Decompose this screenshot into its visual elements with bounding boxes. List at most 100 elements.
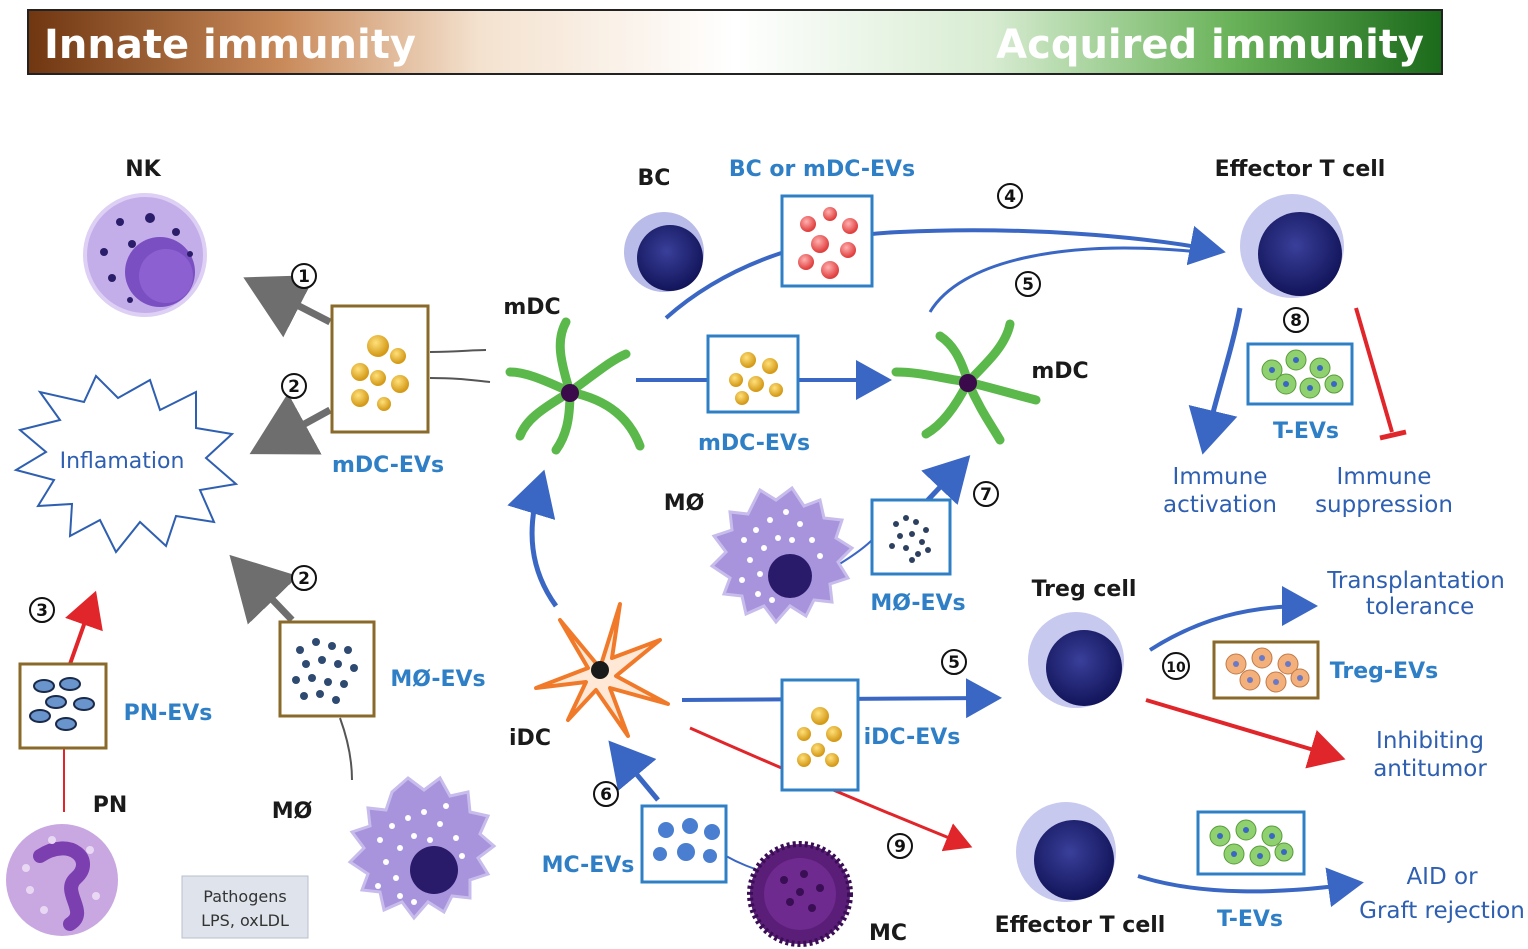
macrophage-bottom <box>347 775 497 921</box>
bc-label: BC <box>638 166 671 191</box>
mdc-center-label: mDC <box>503 295 560 320</box>
outcome-transplantation-2: tolerance <box>1366 594 1475 620</box>
step-2b-text: 2 <box>298 569 310 589</box>
step-1-text: 1 <box>298 267 310 287</box>
ev-box-treg <box>1212 640 1320 700</box>
treg-cell <box>1028 612 1124 708</box>
treg-cell-label: Treg cell <box>1032 577 1137 602</box>
arrow-idc-to-mdc <box>507 469 559 608</box>
connector-mo-evs-mo <box>339 717 353 781</box>
mc-evs-label: MC-EVs <box>542 853 635 878</box>
bc-cell <box>624 212 704 292</box>
arrow-mo-evs-to-inflammation <box>229 554 299 625</box>
mdc-right-nucleus <box>959 374 977 392</box>
connector-mdc-evs-mdc-1 <box>429 349 487 353</box>
bc-or-mdc-evs-label: BC or mDC-EVs <box>729 157 915 182</box>
step-8: 8 <box>1283 307 1309 333</box>
ev-box-bc-or-mdc <box>780 194 874 288</box>
treg-evs-label: Treg-EVs <box>1330 659 1438 684</box>
innate-immunity-label: Innate immunity <box>44 22 416 68</box>
step-5a-text: 5 <box>1022 275 1034 295</box>
arrow-mdc-evs-to-inflammation <box>249 393 332 455</box>
step-numbers: 1 2 2 3 4 5 5 6 7 8 9 10 <box>29 183 1309 859</box>
step-9-text: 9 <box>894 837 906 857</box>
inhibit-bar-suppression <box>1379 429 1407 441</box>
immunity-banner: Innate immunity Acquired immunity <box>27 9 1443 75</box>
ev-box-mo-left <box>278 620 376 718</box>
outcome-immune-activation-2: activation <box>1163 492 1277 518</box>
step-6: 6 <box>593 781 619 807</box>
step-10: 10 <box>1162 652 1190 680</box>
mo-middle-label: MØ <box>664 491 705 516</box>
arrow-treg-to-inhibiting <box>1145 698 1346 769</box>
ev-box-mo-mid <box>870 498 952 576</box>
ev-box-mc <box>640 804 728 884</box>
nk-label: NK <box>125 157 161 182</box>
ev-box-t-bottom <box>1196 810 1306 876</box>
mo-evs-left-label: MØ-EVs <box>390 667 485 692</box>
step-9: 9 <box>887 833 913 859</box>
arrow-effector-to-suppression <box>1354 307 1394 433</box>
step-4-text: 4 <box>1004 187 1016 207</box>
mc-cell <box>747 841 853 947</box>
step-5a: 5 <box>1015 271 1041 297</box>
effector-t-cell-top <box>1240 194 1344 298</box>
step-2a: 2 <box>281 373 307 399</box>
effector-t-cell-bottom-label: Effector T cell <box>995 913 1166 938</box>
mdc-evs-left-label: mDC-EVs <box>332 453 444 478</box>
idc-nucleus <box>591 661 609 679</box>
step-5b: 5 <box>941 649 967 675</box>
arrow-mo-evs-to-mdc-right <box>921 455 971 505</box>
pathogens-line1: Pathogens <box>203 887 286 906</box>
step-3: 3 <box>29 597 55 623</box>
pathogens-line2: LPS, oxLDL <box>201 911 289 930</box>
outcome-inhibiting-2: antitumor <box>1373 756 1487 782</box>
step-3-text: 3 <box>36 601 48 621</box>
arrow-treg-to-transplantation <box>1148 586 1318 652</box>
arrow-pn-evs-to-inflammation <box>65 590 103 665</box>
t-evs-bottom-label: T-EVs <box>1217 907 1283 932</box>
step-6-text: 6 <box>600 785 612 805</box>
outcome-transplantation-1: Transplantation <box>1326 568 1505 594</box>
outcome-aid-1: AID or <box>1406 864 1478 890</box>
inflammation-label: Inflamation <box>60 449 185 474</box>
ev-box-idc <box>780 678 860 792</box>
mdc-center-nucleus <box>561 384 579 402</box>
step-7: 7 <box>973 481 999 507</box>
outcome-immune-suppression-2: suppression <box>1315 492 1453 518</box>
mo-evs-mid-label: MØ-EVs <box>870 591 965 616</box>
connector-mdc-evs-mdc-2 <box>429 377 491 383</box>
step-4: 4 <box>997 183 1023 209</box>
step-1: 1 <box>291 263 317 289</box>
effector-t-cell-top-label: Effector T cell <box>1215 157 1386 182</box>
arrow-mdc-to-effector-t-4 <box>664 225 1226 320</box>
nk-cell <box>83 193 207 317</box>
outcome-immune-activation-1: Immune <box>1173 464 1268 490</box>
arrow-mc-evs-to-idc <box>608 740 660 802</box>
step-2a-text: 2 <box>288 377 300 397</box>
arrow-effector-bottom-to-aid <box>1137 867 1364 908</box>
mdc-right-label: mDC <box>1031 359 1088 384</box>
pn-evs-label: PN-EVs <box>124 701 213 726</box>
idc-label: iDC <box>509 726 551 751</box>
step-5b-text: 5 <box>948 653 960 673</box>
outcome-immune-suppression-1: Immune <box>1337 464 1432 490</box>
step-2b: 2 <box>291 565 317 591</box>
pn-cell <box>6 824 118 936</box>
step-10-text: 10 <box>1166 660 1186 676</box>
ev-box-t-top <box>1246 342 1354 406</box>
ev-box-mdc-left <box>330 304 430 434</box>
arrow-mdc-right-to-effector-t-5 <box>928 246 1201 313</box>
outcome-aid-2: Graft rejection <box>1359 898 1525 924</box>
arrow-effector-to-activation <box>1188 307 1243 455</box>
step-7-text: 7 <box>980 485 992 505</box>
acquired-immunity-label: Acquired immunity <box>996 22 1424 68</box>
macrophage-middle <box>709 485 855 625</box>
idc-evs-label: iDC-EVs <box>864 725 961 750</box>
t-evs-top-label: T-EVs <box>1273 419 1339 444</box>
outcome-inhibiting-1: Inhibiting <box>1376 728 1484 754</box>
ev-box-mdc-mid <box>706 334 800 414</box>
step-8-text: 8 <box>1290 311 1302 331</box>
pn-label: PN <box>93 793 128 818</box>
